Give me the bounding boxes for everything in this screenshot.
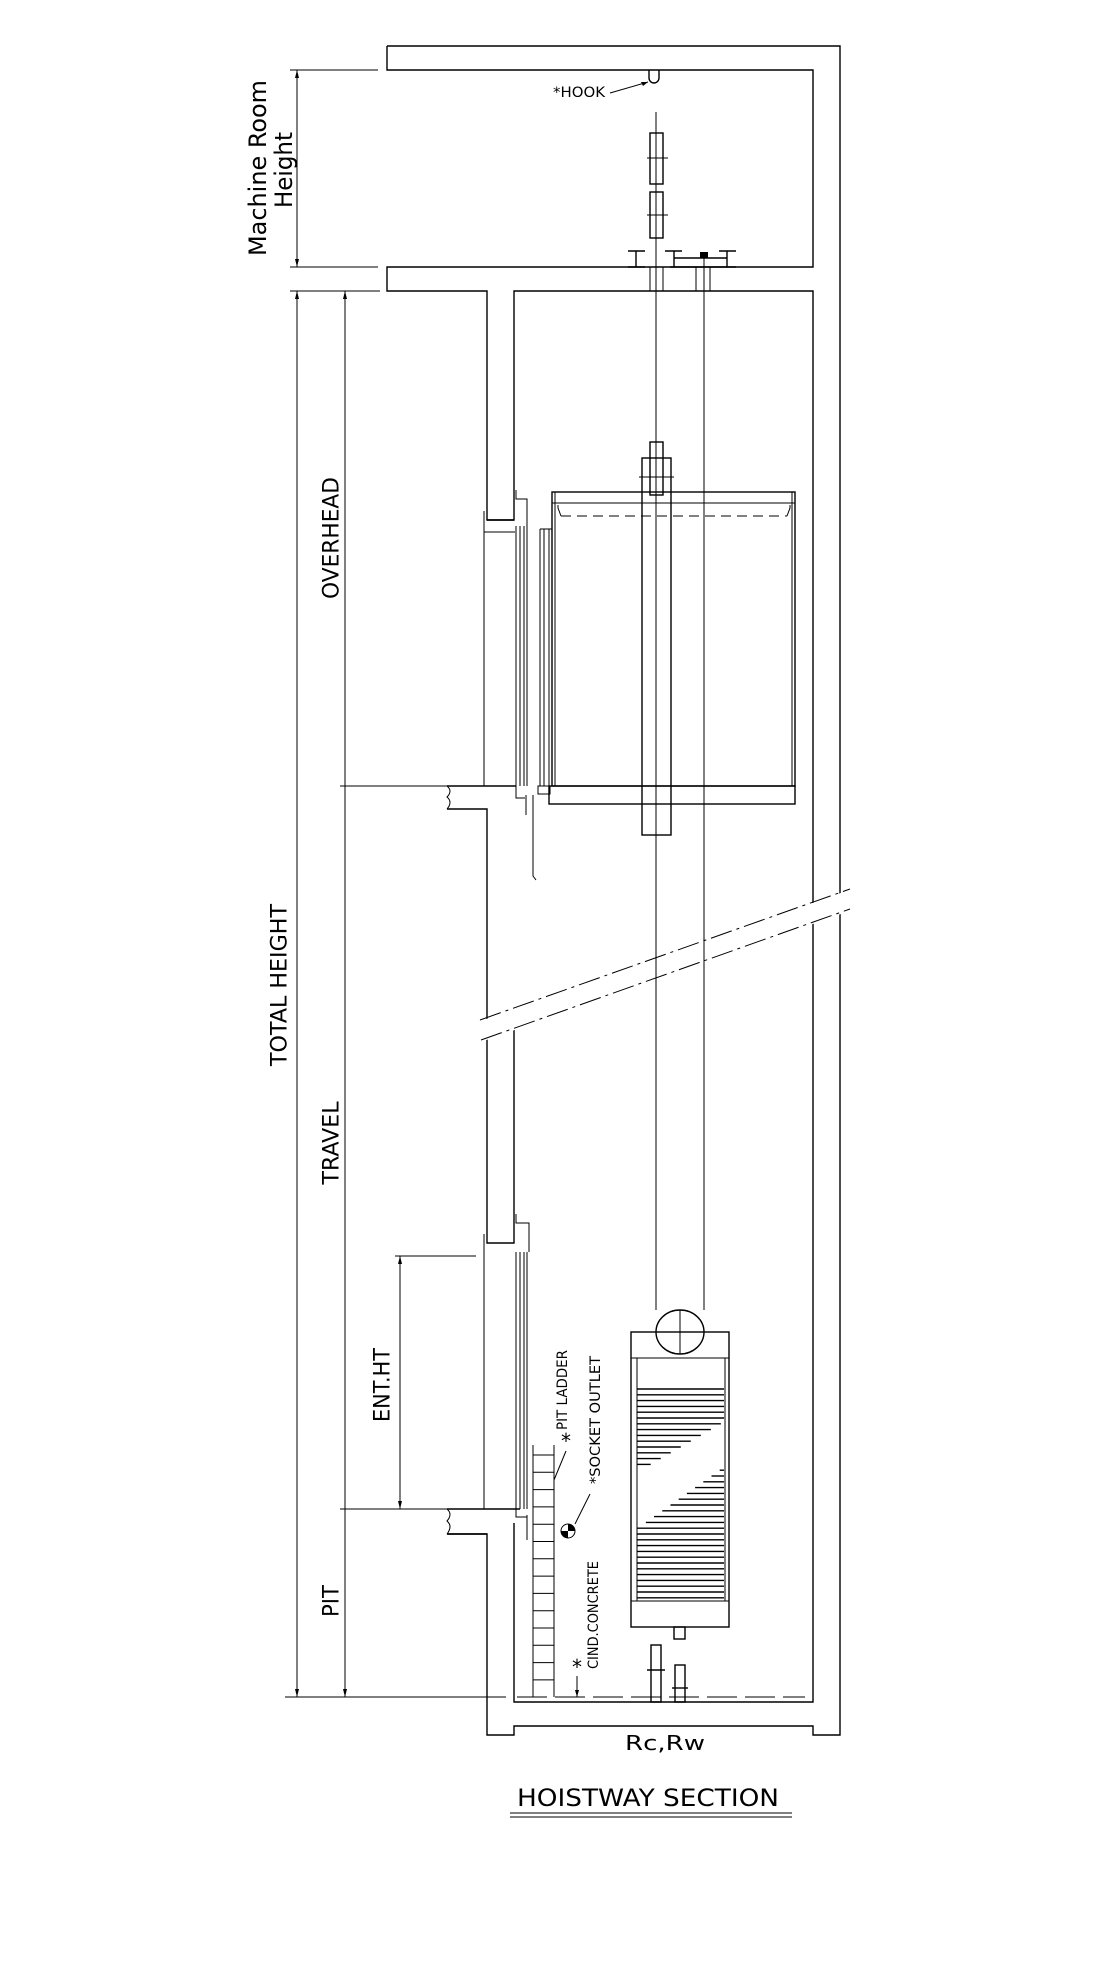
ent-ht-label: ENT.HT: [371, 1347, 396, 1422]
pit-ladder-label: PIT LADDER: [555, 1350, 571, 1430]
pit-ladder: [532, 1445, 555, 1697]
title-underline: [510, 1812, 792, 1818]
hoist-machine: [609, 70, 736, 1310]
cind-concrete-label: CIND.CONCRETE: [586, 1561, 602, 1669]
hook-icon: [648, 70, 660, 84]
pit-buffers: [647, 1644, 688, 1703]
machine-room-label: Machine Room: [244, 80, 272, 256]
pit: [517, 1445, 805, 1698]
landing-doors: [515, 490, 530, 1540]
overhead-label: OVERHEAD: [320, 477, 345, 599]
break-lines: [478, 888, 852, 1043]
labels: Machine Room Height *HOOK OVERHEAD TOTAL…: [244, 80, 792, 1818]
dimension-lines: [285, 69, 506, 1698]
hook-label: *HOOK: [553, 85, 606, 101]
building-structure: [386, 45, 841, 1736]
travel-label: TRAVEL: [320, 1101, 345, 1186]
pit-label: PIT: [320, 1584, 345, 1617]
pit-ladder-asterisk: *: [561, 1429, 571, 1453]
elevator-car: [532, 441, 796, 881]
rc-rw-label: Rc,Rw: [625, 1731, 705, 1755]
counterweight: [630, 1309, 730, 1640]
drawing-title: HOISTWAY SECTION: [517, 1784, 779, 1812]
socket-outlet-icon: [560, 1523, 576, 1539]
height-label: Height: [270, 132, 298, 208]
cind-concrete-asterisk: *: [572, 1655, 582, 1679]
socket-outlet-label: *SOCKET OUTLET: [588, 1356, 604, 1484]
total-height-label: TOTAL HEIGHT: [268, 903, 293, 1067]
